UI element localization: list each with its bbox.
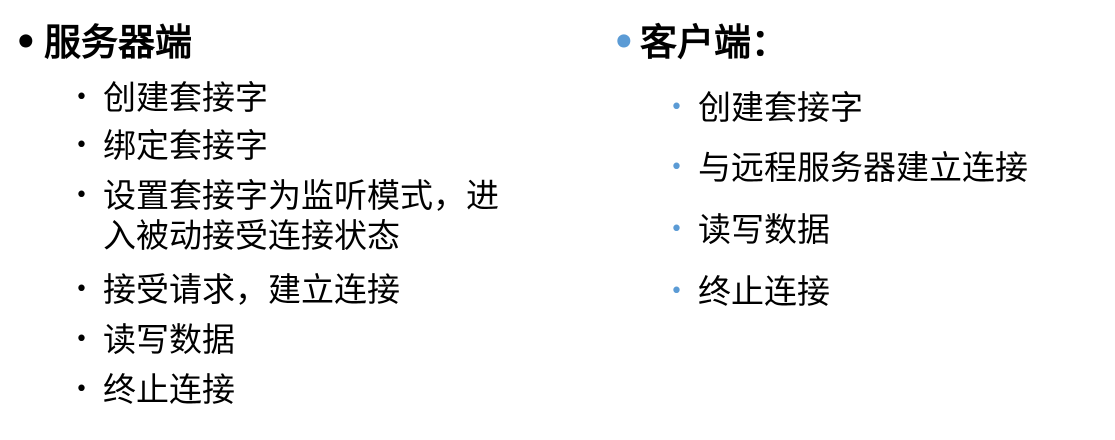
client-heading: • 客户端： xyxy=(612,20,788,66)
server-item-4: • 接受请求，建立连接 xyxy=(75,270,400,310)
server-heading-text: 服务器端 xyxy=(44,21,192,64)
client-item-text: 与远程服务器建立连接 xyxy=(698,148,1028,187)
client-item-bullet: • xyxy=(670,155,683,180)
server-heading-bullet: • xyxy=(14,21,38,64)
server-item-text-line2: 入被动接受连接状态 xyxy=(103,216,400,255)
client-item-3: • 读写数据 xyxy=(670,210,830,250)
server-item-5: • 读写数据 xyxy=(75,320,235,360)
server-item-bullet: • xyxy=(75,133,88,158)
client-item-text: 终止连接 xyxy=(698,272,830,311)
client-item-2: • 与远程服务器建立连接 xyxy=(670,148,1028,188)
server-item-text: 终止连接 xyxy=(103,370,235,409)
client-heading-bullet: • xyxy=(612,21,636,64)
client-item-bullet: • xyxy=(670,217,683,242)
server-item-6: • 终止连接 xyxy=(75,370,235,410)
server-item-bullet: • xyxy=(75,183,88,208)
server-item-text: 绑定套接字 xyxy=(103,126,268,165)
server-item-bullet: • xyxy=(75,327,88,352)
client-item-1: • 创建套接字 xyxy=(670,88,863,128)
client-item-text: 读写数据 xyxy=(698,210,830,249)
server-item-text: 创建套接字 xyxy=(103,78,268,117)
server-item-bullet: • xyxy=(75,277,88,302)
server-item-bullet: • xyxy=(75,85,88,110)
client-item-4: • 终止连接 xyxy=(670,272,830,312)
server-item-bullet: • xyxy=(75,377,88,402)
server-item-3: • 设置套接字为监听模式，进 入被动接受连接状态 xyxy=(75,176,499,256)
client-heading-text: 客户端： xyxy=(640,21,788,64)
client-item-text: 创建套接字 xyxy=(698,88,863,127)
server-item-text-line1: 设置套接字为监听模式，进 xyxy=(103,176,499,215)
server-heading: • 服务器端 xyxy=(14,20,192,66)
server-item-text: 接受请求，建立连接 xyxy=(103,270,400,309)
server-item-1: • 创建套接字 xyxy=(75,78,268,118)
server-item-2: • 绑定套接字 xyxy=(75,126,268,166)
client-item-bullet: • xyxy=(670,279,683,304)
server-item-text: 读写数据 xyxy=(103,320,235,359)
client-item-bullet: • xyxy=(670,95,683,120)
